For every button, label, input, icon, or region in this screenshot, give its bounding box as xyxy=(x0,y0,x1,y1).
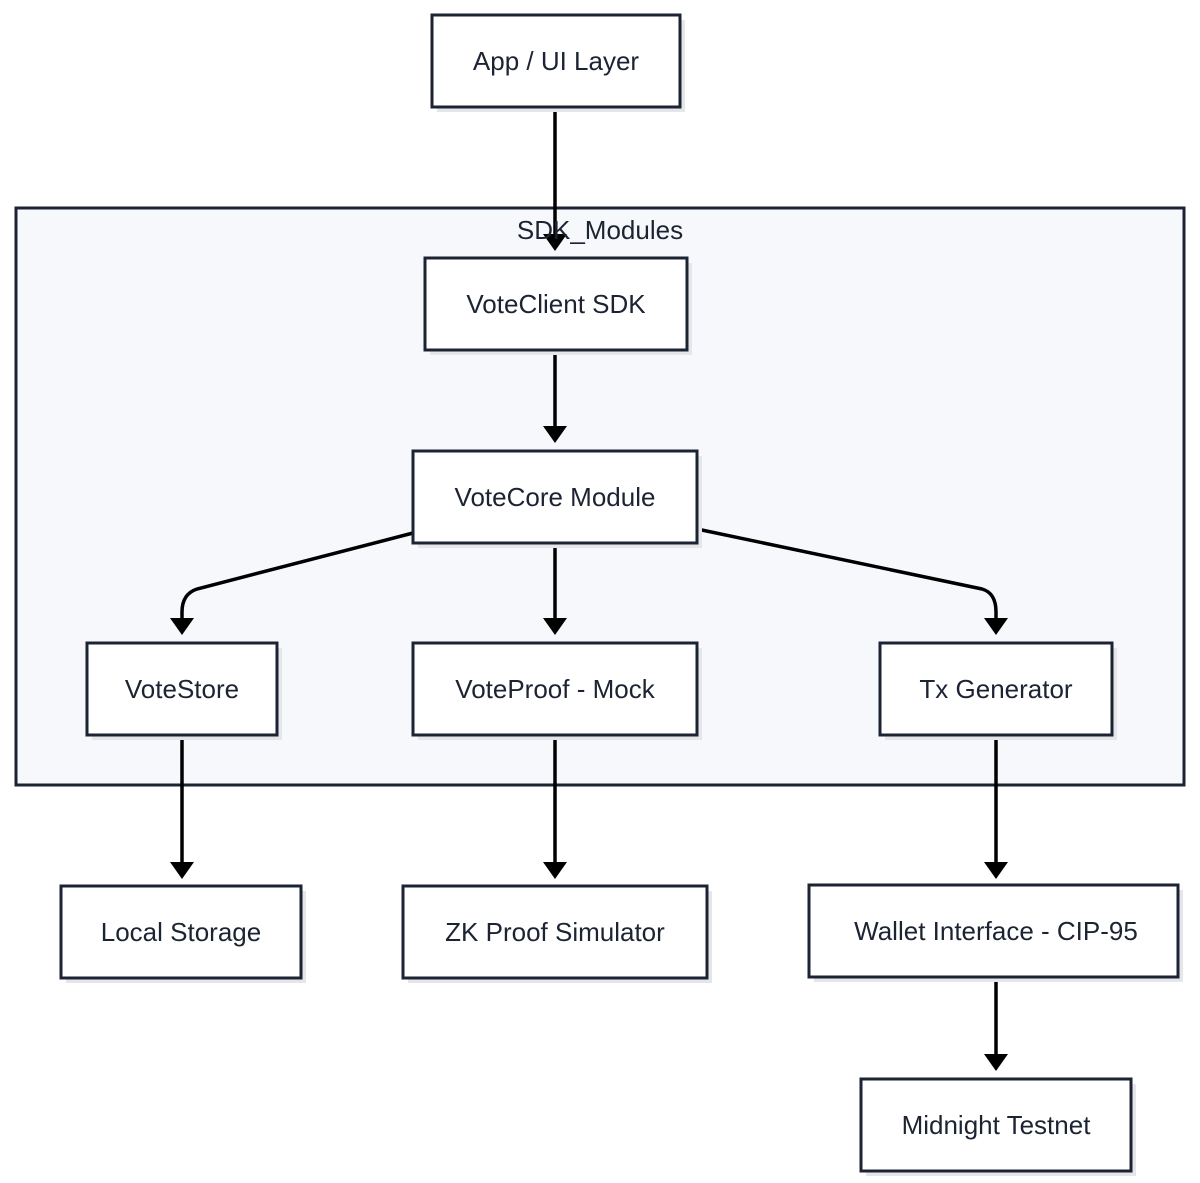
edge-wallet-to-testnet xyxy=(984,977,1008,1071)
edges-layer xyxy=(170,107,1008,1071)
edge-votecore-to-votestore xyxy=(170,531,414,635)
node-midnight-testnet-box xyxy=(859,1077,1133,1173)
node-tx-generator-label: Tx Generator xyxy=(919,674,1073,704)
node-midnight-testnet: Midnight Testnet xyxy=(859,1077,1136,1176)
node-voteproof-mock-box xyxy=(411,641,699,737)
node-app-ui-layer: App / UI Layer xyxy=(430,13,685,112)
node-voteproof-mock-label: VoteProof - Mock xyxy=(455,674,655,704)
node-votecore-module: VoteCore Module xyxy=(411,449,702,548)
node-votestore-box xyxy=(85,641,279,737)
node-votecore-module-label: VoteCore Module xyxy=(455,482,656,512)
node-tx-generator: Tx Generator xyxy=(878,641,1117,740)
edge-voteclient-to-votecore xyxy=(543,350,567,443)
node-zk-proof-simulator-box xyxy=(401,884,709,980)
group-label: SDK_Modules xyxy=(517,215,683,245)
edge-app-ui-to-voteclient xyxy=(543,107,567,251)
node-zk-proof-simulator: ZK Proof Simulator xyxy=(401,884,712,983)
node-local-storage-label: Local Storage xyxy=(101,917,261,947)
node-wallet-interface: Wallet Interface - CIP-95 xyxy=(807,883,1183,982)
node-app-ui-layer-label: App / UI Layer xyxy=(473,46,640,76)
node-tx-generator-box xyxy=(878,641,1114,737)
node-midnight-testnet-label: Midnight Testnet xyxy=(902,1110,1092,1140)
edge-voteproof-to-zkproof xyxy=(543,735,567,879)
node-app-ui-layer-box xyxy=(430,13,682,109)
node-local-storage: Local Storage xyxy=(59,884,306,983)
node-votestore: VoteStore xyxy=(85,641,282,740)
node-votecore-module-box xyxy=(411,449,699,545)
node-voteclient-sdk-box xyxy=(423,256,689,352)
nodes-layer: App / UI Layer VoteClient SDK VoteCore M… xyxy=(59,13,1183,1176)
edge-votestore-to-localstorage xyxy=(170,735,194,879)
edge-txgen-to-wallet xyxy=(984,735,1008,879)
node-voteclient-sdk-label: VoteClient SDK xyxy=(466,289,646,319)
node-votestore-label: VoteStore xyxy=(125,674,239,704)
edge-votecore-to-voteproof xyxy=(543,543,567,635)
node-voteclient-sdk: VoteClient SDK xyxy=(423,256,692,355)
node-voteproof-mock: VoteProof - Mock xyxy=(411,641,702,740)
edge-votecore-to-txgen xyxy=(696,527,1008,635)
node-local-storage-box xyxy=(59,884,303,980)
node-wallet-interface-box xyxy=(807,883,1180,979)
node-zk-proof-simulator-label: ZK Proof Simulator xyxy=(445,917,665,947)
node-wallet-interface-label: Wallet Interface - CIP-95 xyxy=(854,916,1138,946)
